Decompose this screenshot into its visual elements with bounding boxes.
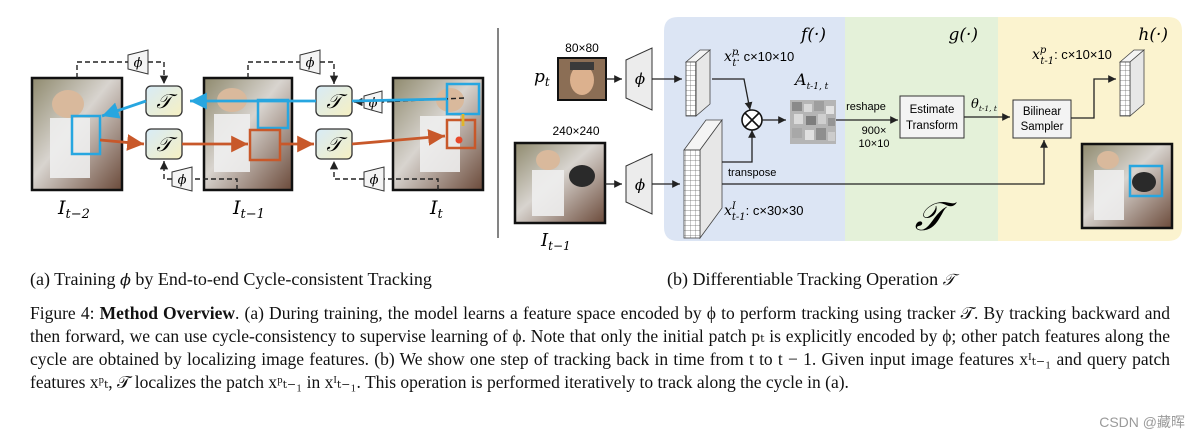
svg-text:ϕ: ϕ [178,173,187,188]
query-patch-image [557,57,607,101]
g-function-label: g(·) [948,25,978,45]
reshape-dims-line-1: 900× [862,125,887,137]
frame-feature-tensor [683,118,723,240]
svg-text:ϕ: ϕ [635,70,645,88]
panel-b: f(·) g(·) h(·) 80×80 pt 240×240 It−1 ϕ [513,17,1182,253]
patch-size-label: 80×80 [565,41,599,55]
phi-encoder-mid-right: ϕ [363,90,383,114]
phi-encoder-frame: ϕ [625,153,653,215]
subcaption-a: (a) Training ϕ by End-to-end Cycle-consi… [30,269,432,289]
frame-t [391,76,485,192]
svg-text:ϕ: ϕ [134,56,143,71]
svg-text:Sampler: Sampler [1021,121,1064,133]
svg-text:ϕ: ϕ [369,96,378,111]
label-I-t-minus-1: It−1 [232,197,265,222]
label-I-t-minus-2: It−2 [57,197,90,222]
label-I-t-minus-1-b: It−1 [540,230,571,253]
bilinear-sampler-box: Bilinear Sampler [1012,99,1072,139]
f-function-label: f(·) [799,25,826,45]
phi-encoder-patch: ϕ [625,47,653,111]
input-frame-image [513,141,607,225]
theta-label: θt-1, t [971,97,998,113]
svg-text:Bilinear: Bilinear [1023,106,1062,118]
tracker-box-top-left: 𝒯 [145,85,183,117]
estimate-transform-box: Estimate Transform [899,95,965,139]
h-function-label: h(·) [1138,25,1168,45]
patch-p-t-label: pt [534,67,550,89]
output-feature-tensor [1118,49,1146,117]
tracker-box-top-right: 𝒯 [315,85,353,117]
method-overview-figure: 𝒯 𝒯 𝒯 𝒯 ϕ ϕ ϕ ϕ [30,17,1182,253]
label-I-t: It [429,197,444,222]
panel-a: 𝒯 𝒯 𝒯 𝒯 ϕ ϕ ϕ ϕ [30,49,485,222]
output-frame-image [1080,142,1174,230]
svg-text:ϕ: ϕ [306,56,315,71]
reshape-label: reshape [846,101,886,113]
svg-text:Estimate: Estimate [910,104,955,116]
phi-encoder-bottom-right: ϕ [363,166,385,192]
svg-text:Transform: Transform [906,120,958,132]
forward-tracking-arrows [99,129,446,153]
caption-title: Method Overview [99,303,235,323]
reshape-dims-line-2: 10×10 [859,138,890,150]
affinity-matrix-image [790,100,836,144]
phi-encoder-top-left: ϕ [127,49,149,75]
svg-text:ϕ: ϕ [635,176,645,194]
tracker-box-bottom-left: 𝒯 [145,128,183,160]
frame-t-minus-2 [30,76,124,192]
phi-encoder-bottom-left: ϕ [171,166,193,192]
subcaption-b: (b) Differentiable Tracking Operation 𝒯 [667,269,955,289]
matrix-multiply-op [741,109,763,131]
patch-feature-tensor [684,49,712,117]
affinity-label: At-1, t [793,70,829,92]
frame-size-label: 240×240 [552,124,599,138]
tracker-box-bottom-right: 𝒯 [315,128,353,160]
watermark: CSDN @藏晖 [1099,414,1185,430]
frame-t-minus-1 [202,76,294,192]
svg-text:ϕ: ϕ [370,173,379,188]
phi-encoder-top-right: ϕ [299,49,321,75]
transpose-label: transpose [728,167,776,179]
backward-tracking-arrows [101,92,465,126]
figure-caption: Figure 4: Method Overview. (a) During tr… [30,303,1170,392]
